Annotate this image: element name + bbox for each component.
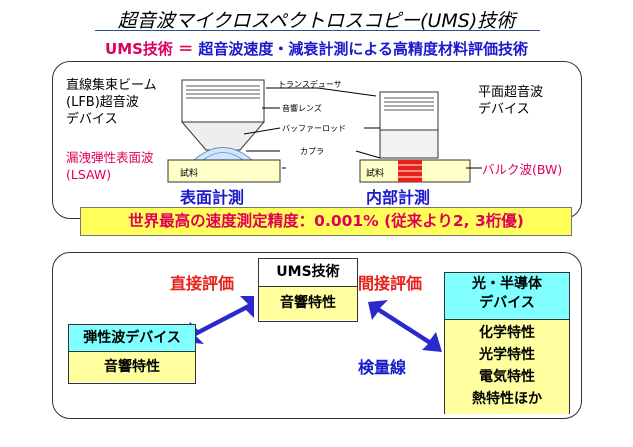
- direct-arrow-icon: [184, 296, 254, 344]
- internal-measure-label: 内部計測: [366, 188, 431, 207]
- planar-device-icon: [359, 91, 471, 183]
- surface-measure-label: 表面計測: [180, 188, 245, 207]
- subtitle-rest: 超音波速度・減衰計測による高精度材料評価技術: [198, 40, 528, 58]
- ums-box: UMS技術 音響特性: [258, 258, 358, 322]
- semi-item-thermal: 熱特性ほか: [472, 391, 542, 407]
- acoustic-lens-label: 音響レンズ: [282, 104, 322, 113]
- indirect-arrow-icon: [368, 300, 442, 352]
- semiconductor-box: 光・半導体 デバイス 化学特性 光学特性 電気特性 熱特性ほか: [444, 272, 570, 414]
- sample-left-label: 試料: [180, 169, 199, 179]
- semi-box-head: 光・半導体 デバイス: [445, 273, 569, 320]
- leader-arrows: [243, 87, 482, 169]
- subtitle: UMS技術 ＝ 超音波速度・減衰計測による高精度材料評価技術: [0, 38, 633, 59]
- saw-box-body: 音響特性: [69, 352, 195, 382]
- bulk-wave-label: バルク波(BW): [482, 162, 563, 177]
- buffer-rod-label: バッファーロッド: [282, 124, 346, 133]
- precision-banner: 世界最高の速度測定精度：0.001% (従来より2, 3桁優): [80, 207, 572, 236]
- planar-device-label: 平面超音波 デバイス: [478, 85, 544, 117]
- measurement-panel: [52, 61, 582, 219]
- ums-box-body: 音響特性: [259, 287, 357, 320]
- saw-device-box: 弾性波デバイス 音響特性: [68, 324, 196, 384]
- subtitle-lead: UMS技術: [105, 40, 173, 58]
- lfb-device-icon: [167, 79, 281, 183]
- transducer-label: トランスデューサ: [278, 80, 342, 89]
- semi-item-optical: 光学特性: [479, 347, 535, 363]
- semi-item-electrical: 電気特性: [479, 369, 535, 385]
- saw-box-head: 弾性波デバイス: [69, 325, 195, 352]
- lfb-device-label: 直線集束ビーム (LFB)超音波 デバイス: [66, 78, 157, 127]
- ums-box-head: UMS技術: [259, 259, 357, 287]
- indirect-eval-label: 間接評価: [358, 274, 423, 293]
- calibration-label: 検量線: [358, 358, 407, 377]
- sample-right-label: 試料: [366, 169, 385, 179]
- page-title: 超音波マイクロスペクトロスコピー(UMS)技術: [117, 10, 516, 32]
- direct-eval-label: 直接評価: [170, 274, 235, 293]
- title-underline: [95, 30, 540, 31]
- coupler-label: カプラ: [300, 147, 324, 156]
- subtitle-equals: ＝: [178, 40, 194, 58]
- lsaw-label: 漏洩弾性表面波 (LSAW): [66, 150, 154, 182]
- semi-item-chemical: 化学特性: [479, 325, 535, 341]
